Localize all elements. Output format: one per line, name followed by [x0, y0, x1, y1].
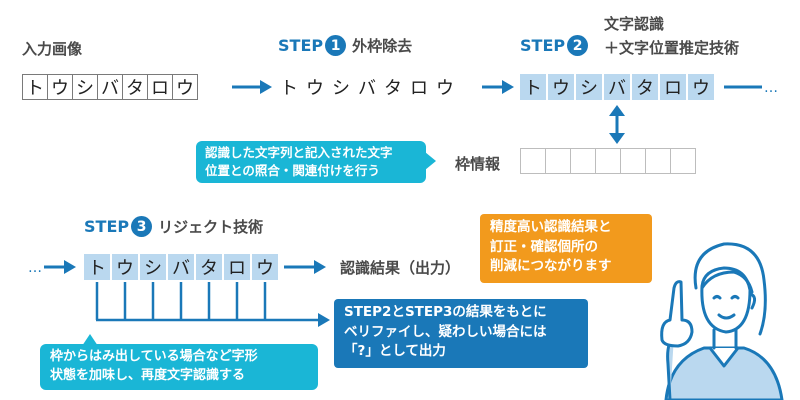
char-cell: ウ: [306, 78, 324, 99]
char-cell: ト: [520, 74, 546, 100]
char-cell: バ: [358, 78, 376, 99]
step3-word: STEP: [84, 217, 130, 236]
reject-callout: 枠からはみ出している場合など字形 状態を加味し、再度文字認識する: [40, 344, 318, 390]
step3-title: リジェクト技術: [158, 218, 264, 236]
person-pointing-illustration: [660, 242, 784, 400]
char-cell: ウ: [252, 254, 278, 280]
step2-title-line1: 文字認識: [604, 15, 665, 33]
step3-char-row: ト ウ シ バ タ ロ ウ: [84, 254, 278, 280]
step2-word: STEP: [520, 36, 566, 55]
compare-callout-line1: 認識した文字列と記入された文字: [205, 145, 393, 160]
frame-cell: [595, 148, 621, 174]
char-cell: タ: [632, 74, 658, 100]
verify-callout-line1: STEP2とSTEP3の結果をもとに: [344, 304, 547, 320]
char-cell: バ: [97, 74, 123, 100]
verify-callout: STEP2とSTEP3の結果をもとに ベリファイし、疑わしい場合には 「?」とし…: [334, 299, 588, 368]
frame-info-label: 枠情報: [455, 155, 501, 173]
output-label: 認識結果（出力）: [340, 259, 461, 277]
char-cell: ウ: [47, 74, 73, 100]
result-callout-line1: 精度高い認識結果と: [490, 219, 612, 235]
char-cell: タ: [384, 78, 402, 99]
char-cell: ウ: [172, 74, 198, 100]
step2-continuation-line: …: [724, 80, 778, 96]
char-cell: シ: [332, 78, 350, 99]
step3-number-badge: 3: [131, 216, 153, 237]
frame-cell: [620, 148, 646, 174]
step2-char-row: ト ウ シ バ タ ロ ウ: [520, 74, 714, 100]
char-cell: ウ: [436, 78, 454, 99]
step1-number-badge: 1: [325, 35, 347, 56]
char-cell: ロ: [660, 74, 686, 100]
char-cell: ロ: [410, 78, 428, 99]
char-cell: ウ: [688, 74, 714, 100]
frame-cell: [645, 148, 671, 174]
reject-callout-pointer: [82, 334, 98, 346]
arrow-input-to-step1: [232, 80, 272, 94]
input-char-row: ト ウ シ バ タ ロ ウ: [22, 74, 198, 100]
compare-callout-line2: 位置との照合・関連付けを行う: [205, 162, 380, 178]
step1-char-row: ト ウ シ バ タ ロ ウ: [276, 74, 458, 100]
compare-callout-pointer: [425, 152, 436, 170]
char-cell: ト: [22, 74, 48, 100]
step1-title: 外枠除去: [352, 37, 413, 55]
svg-text:…: …: [28, 260, 42, 276]
reject-callout-line1: 枠からはみ出している場合など字形: [50, 349, 258, 364]
reject-callout-line2: 状態を加味し、再度文字認識する: [50, 367, 246, 383]
verify-callout-line2: ベリファイし、疑わしい場合には: [344, 323, 547, 340]
frame-cell: [570, 148, 596, 174]
step2-title: 文字認識 ＋文字位置推定技術: [604, 12, 739, 60]
result-callout: 精度高い認識結果と 訂正・確認個所の 削減につながります: [480, 214, 652, 283]
arrow-into-step3: …: [28, 260, 76, 276]
step2-number-badge: 2: [567, 35, 589, 56]
char-cell: シ: [576, 74, 602, 100]
step1-heading: STEP 1 外枠除去: [278, 35, 412, 56]
frame-cell: [545, 148, 571, 174]
step2-heading: STEP 2: [520, 35, 594, 56]
char-cell: バ: [604, 74, 630, 100]
step1-word: STEP: [278, 36, 324, 55]
frame-cell: [670, 148, 696, 174]
step3-comb-lines: [95, 282, 320, 322]
char-cell: タ: [122, 74, 148, 100]
arrow-step1-to-step2: [482, 80, 514, 94]
char-cell: ロ: [147, 74, 173, 100]
result-callout-line2: 訂正・確認個所の: [490, 238, 598, 255]
char-cell: ロ: [224, 254, 250, 280]
char-cell: ト: [280, 78, 298, 99]
frame-cell: [520, 148, 546, 174]
frame-info-cells: [520, 148, 696, 174]
char-cell: ウ: [548, 74, 574, 100]
char-cell: シ: [140, 254, 166, 280]
input-image-label: 入力画像: [22, 40, 83, 58]
char-cell: バ: [168, 254, 194, 280]
arrow-comb-to-blue-box: [318, 313, 330, 327]
char-cell: ト: [84, 254, 110, 280]
result-callout-line3: 削減につながります: [490, 258, 612, 275]
step2-title-line2: ＋文字位置推定技術: [604, 39, 740, 57]
step3-heading: STEP 3 リジェクト技術: [84, 216, 263, 237]
double-arrow-vertical: [609, 105, 625, 144]
arrow-step3-to-output: [284, 260, 326, 274]
svg-text:…: …: [764, 80, 778, 96]
compare-callout: 認識した文字列と記入された文字 位置との照合・関連付けを行う: [196, 141, 426, 183]
verify-callout-line3: 「?」として出力: [344, 343, 446, 360]
char-cell: ウ: [112, 254, 138, 280]
char-cell: タ: [196, 254, 222, 280]
char-cell: シ: [72, 74, 98, 100]
